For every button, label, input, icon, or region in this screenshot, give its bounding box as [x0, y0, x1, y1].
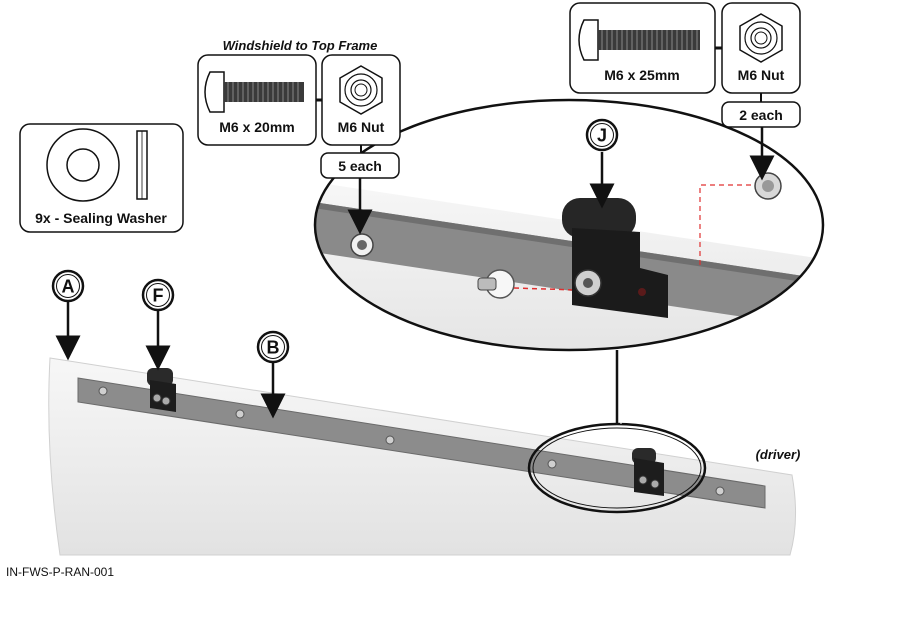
nut-icon — [339, 65, 383, 115]
part-code: IN-FWS-P-RAN-001 — [6, 565, 114, 579]
svg-text:5 each: 5 each — [338, 158, 382, 174]
svg-text:B: B — [267, 338, 280, 358]
zoom-bolt-right — [778, 298, 802, 322]
bar-bolts — [98, 386, 725, 496]
svg-text:A: A — [62, 277, 75, 297]
callout-j: J — [585, 118, 619, 152]
bracket-j-small — [632, 448, 664, 496]
arrows — [55, 127, 775, 419]
svg-text:M6 x 20mm: M6 x 20mm — [219, 119, 294, 135]
qty-b-badge: 2 each — [721, 101, 801, 128]
frame-title: Windshield to Top Frame — [223, 38, 378, 53]
svg-text:M6 Nut: M6 Nut — [738, 67, 785, 83]
windshield-panel — [48, 350, 797, 556]
bolt-icon — [578, 19, 700, 61]
zoom-nut — [754, 172, 782, 200]
bracket-f — [147, 368, 176, 412]
svg-text:M6 x 25mm: M6 x 25mm — [604, 67, 679, 83]
nut-a-box: M6 Nut — [321, 54, 401, 146]
sealing-washer-box: 9x - Sealing Washer — [19, 123, 184, 233]
svg-text:2 each: 2 each — [739, 107, 783, 123]
bolt-m6-25-box: M6 x 25mm — [569, 2, 716, 94]
bolt-m6-20-box: M6 x 20mm — [197, 54, 317, 146]
bolt-icon — [204, 71, 304, 113]
callout-b: B — [256, 330, 290, 364]
svg-text:M6 Nut: M6 Nut — [338, 119, 385, 135]
nut-b-box: M6 Nut — [721, 2, 801, 94]
bracket-j-large — [562, 198, 668, 318]
svg-text:J: J — [597, 126, 607, 146]
nut-icon — [739, 13, 783, 63]
zoom-detail — [313, 98, 825, 352]
qty-a-badge: 5 each — [320, 152, 400, 179]
callout-f: F — [141, 278, 175, 312]
svg-text:9x - Sealing Washer: 9x - Sealing Washer — [35, 210, 167, 226]
svg-text:F: F — [153, 286, 164, 306]
callout-a: A — [51, 269, 85, 303]
driver-note: (driver) — [756, 447, 801, 462]
washer-icon — [46, 128, 148, 202]
